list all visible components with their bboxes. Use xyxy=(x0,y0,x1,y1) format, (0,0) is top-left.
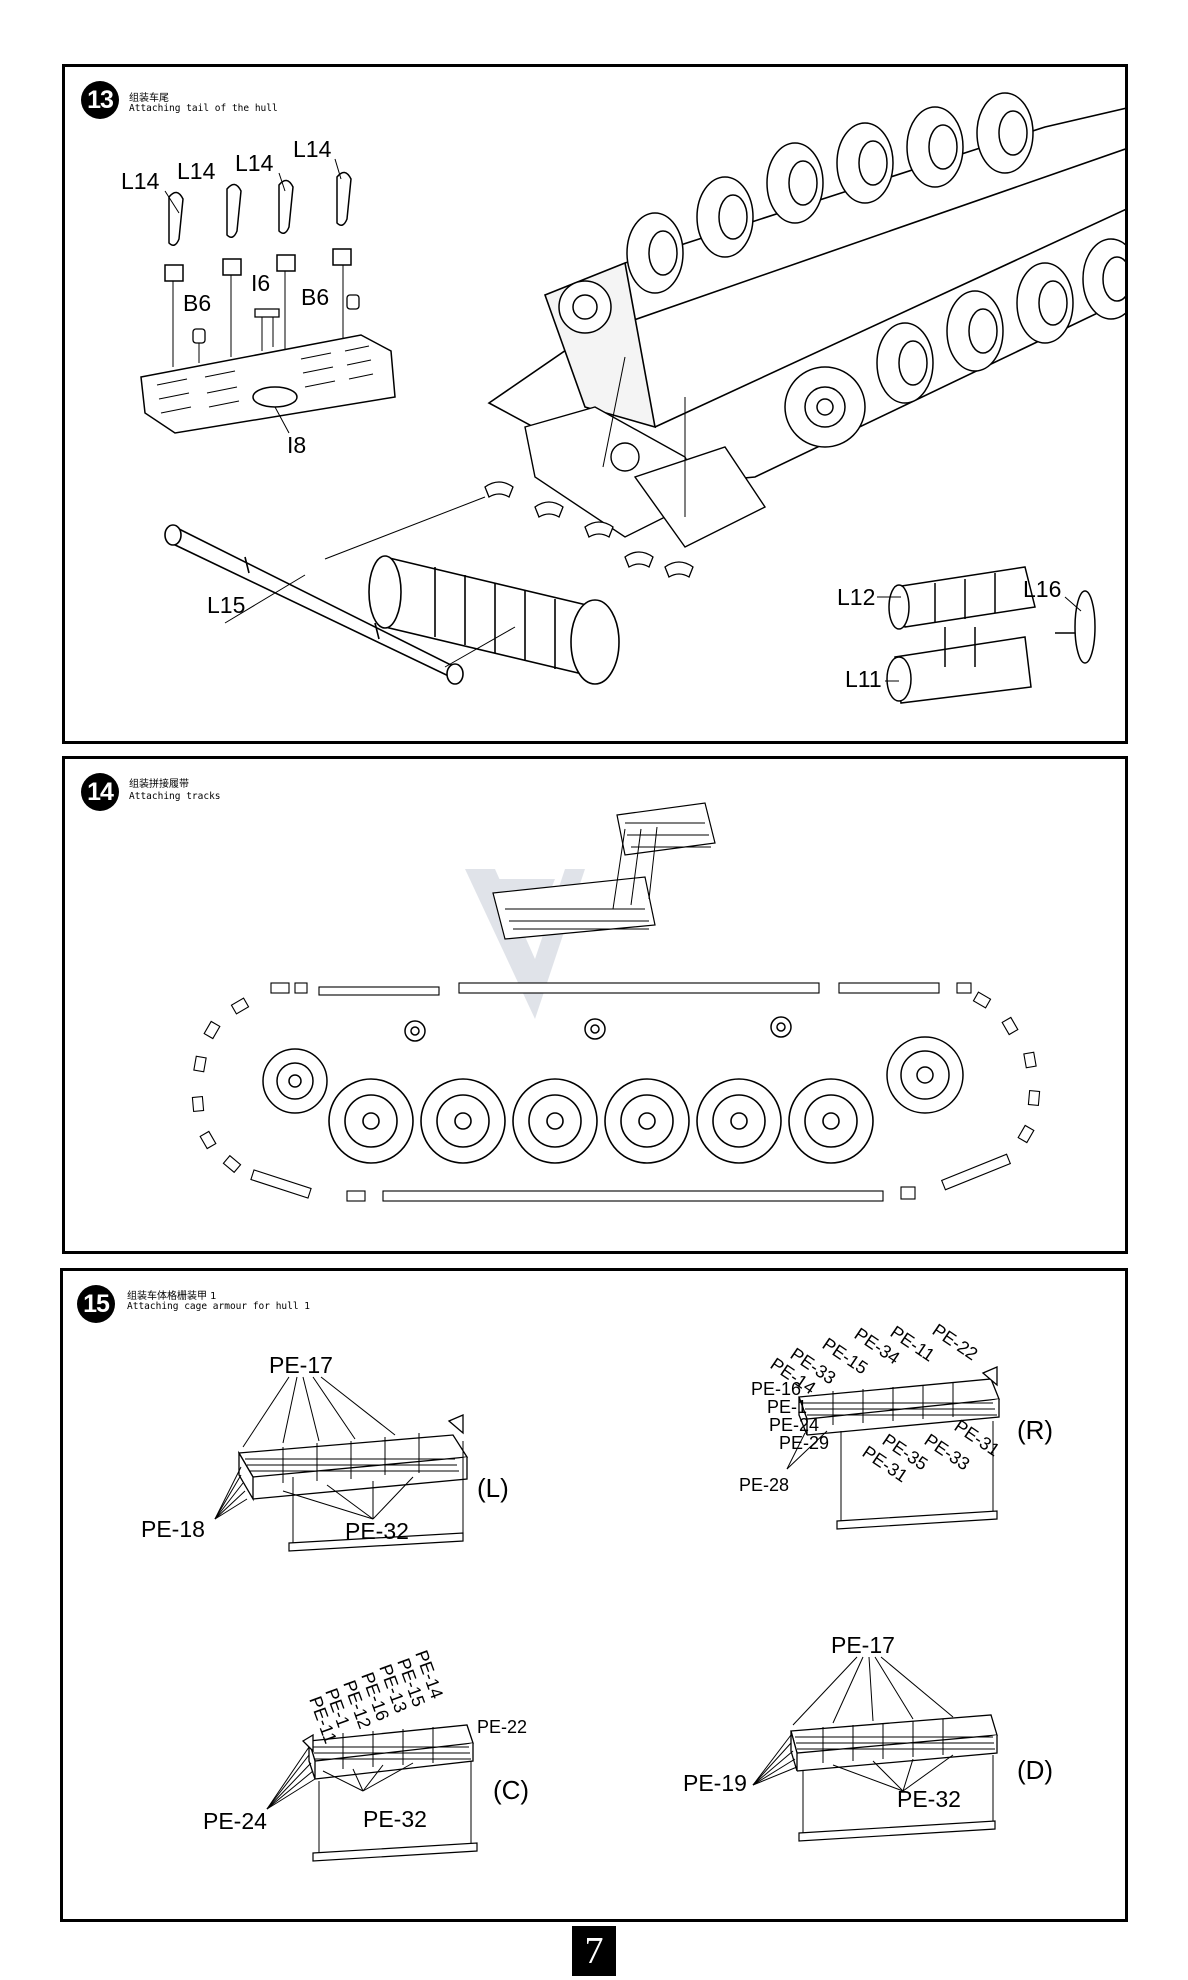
step-13-title-en: Attaching tail of the hull xyxy=(129,103,278,114)
R-label-pe24: PE-24 xyxy=(769,1415,819,1435)
R-view-tag: (R) xyxy=(1017,1415,1053,1445)
label-i6: I6 xyxy=(251,270,270,296)
label-l14-3: L14 xyxy=(235,150,274,176)
step-15-badge: 15 xyxy=(77,1285,115,1323)
track-links-top xyxy=(492,802,716,940)
R-label-pe1: PE-1 xyxy=(767,1397,807,1417)
D-label-pe17: PE-17 xyxy=(831,1632,895,1658)
step-15-title-en: Attaching cage armour for hull 1 xyxy=(127,1301,311,1312)
label-l12: L12 xyxy=(837,584,875,610)
page-number: 7 xyxy=(572,1926,616,1976)
drive-sprocket xyxy=(886,1036,964,1114)
part-b6-right xyxy=(346,294,360,310)
view-R: PE-16 PE-14 PE-33 PE-15 PE-34 PE-11 PE-2… xyxy=(739,1320,1053,1530)
track-curve-right xyxy=(940,991,1041,1191)
rod-l15 xyxy=(164,524,464,685)
label-l14-4: L14 xyxy=(293,136,332,162)
upper-track-run xyxy=(270,982,972,996)
step-14-badge: 14 xyxy=(81,773,119,811)
idler-wheel xyxy=(262,1048,328,1114)
R-label-pe28: PE-28 xyxy=(739,1475,789,1495)
D-label-pe32: PE-32 xyxy=(897,1786,961,1812)
step-13-panel: 13 组装车尾 Attaching tail of the hull xyxy=(62,64,1128,744)
fuel-drums xyxy=(368,555,620,685)
sprockets xyxy=(558,280,866,448)
R-label-pe22: PE-22 xyxy=(929,1320,982,1365)
step-14-title-en: Attaching tracks xyxy=(129,791,221,802)
view-L: PE-17 PE-18 PE-32 (L) xyxy=(141,1352,509,1552)
C-label-pe22: PE-22 xyxy=(477,1717,527,1737)
R-label-pe16: PE-16 xyxy=(751,1379,801,1399)
rear-assembly xyxy=(524,406,767,548)
step-15-panel: 15 组装车体格栅装甲 1 Attaching cage armour for … xyxy=(60,1268,1128,1922)
exhaust-brackets xyxy=(164,171,352,282)
label-l14-1: L14 xyxy=(121,168,160,194)
L-label-pe18: PE-18 xyxy=(141,1516,205,1542)
step-14-title-zh: 组装拼接履带 xyxy=(129,779,189,790)
drum-detail xyxy=(886,566,1096,704)
view-C: PE-11 PE-1 PE-12 PE-16 PE-13 PE-15 PE-14… xyxy=(203,1648,529,1862)
road-wheels-top xyxy=(626,92,1034,294)
R-label-pe29: PE-29 xyxy=(779,1433,829,1453)
step-14-panel: 14 组装拼接履带 Attaching tracks xyxy=(62,756,1128,1254)
step-15-title-zh: 组装车体格栅装甲 1 xyxy=(127,1291,217,1302)
L-view-tag: (L) xyxy=(477,1473,509,1503)
C-label-pe32: PE-32 xyxy=(363,1806,427,1832)
mudflap-pieces xyxy=(484,481,694,578)
C-view-tag: (C) xyxy=(493,1775,529,1805)
label-b6-right: B6 xyxy=(301,284,329,310)
lower-track-run xyxy=(382,1190,884,1202)
road-wheels-bottom xyxy=(876,238,1125,404)
label-l16: L16 xyxy=(1023,576,1061,602)
label-b6-left: B6 xyxy=(183,290,211,316)
step-13-title-zh: 组装车尾 xyxy=(129,93,169,104)
step-13-badge: 13 xyxy=(81,81,119,119)
return-rollers xyxy=(404,1016,792,1042)
D-label-pe19: PE-19 xyxy=(683,1770,747,1796)
step-15-diagram: PE-17 PE-18 PE-32 (L) xyxy=(141,1320,1053,1862)
view-D: PE-17 PE-19 PE-32 (D) xyxy=(683,1632,1053,1842)
label-i8: I8 xyxy=(287,432,306,458)
label-l14-2: L14 xyxy=(177,158,216,184)
L-label-pe17: PE-17 xyxy=(269,1352,333,1378)
step-13-diagram: L14 L14 L14 L14 B6 I6 B6 I8 L15 L12 L16 … xyxy=(121,92,1125,704)
label-l15: L15 xyxy=(207,592,245,618)
L-label-pe32: PE-32 xyxy=(345,1518,409,1544)
step-14-diagram xyxy=(191,802,1041,1202)
D-view-tag: (D) xyxy=(1017,1755,1053,1785)
label-l11: L11 xyxy=(845,666,882,692)
part-b6-left xyxy=(192,328,206,344)
road-wheels xyxy=(328,1078,874,1164)
C-label-pe24: PE-24 xyxy=(203,1808,267,1834)
tail-plate-i8 xyxy=(140,334,396,434)
track-curve-left xyxy=(191,997,312,1199)
part-i6 xyxy=(254,308,280,318)
